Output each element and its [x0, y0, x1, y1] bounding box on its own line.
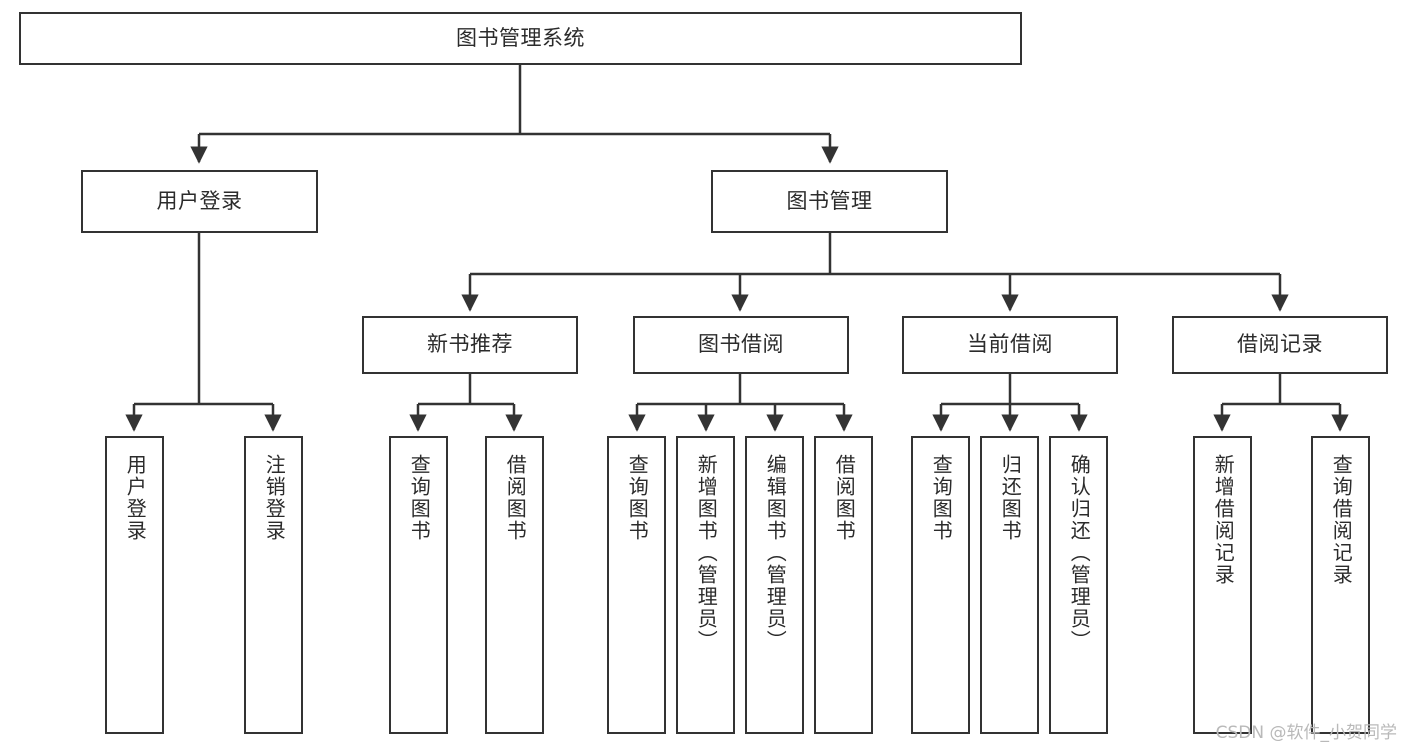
- node-leaf-user-login[interactable]: 用户登录: [105, 436, 164, 734]
- node-label: 新增图书（管理员）: [694, 454, 719, 652]
- node-label: 用户登录: [123, 454, 148, 542]
- node-label: 图书管理系统: [456, 25, 585, 50]
- node-label: 注销登录: [262, 454, 287, 542]
- node-leaf-borrow-book-recommend[interactable]: 借阅图书: [485, 436, 544, 734]
- node-book-management[interactable]: 图书管理: [711, 170, 948, 233]
- node-user-login[interactable]: 用户登录: [81, 170, 318, 233]
- node-leaf-confirm-return-admin[interactable]: 确认归还（管理员）: [1049, 436, 1108, 734]
- node-label: 归还图书: [998, 454, 1023, 542]
- node-leaf-add-book-admin[interactable]: 新增图书（管理员）: [676, 436, 735, 734]
- node-current-borrow[interactable]: 当前借阅: [902, 316, 1118, 374]
- node-leaf-borrow-book[interactable]: 借阅图书: [814, 436, 873, 734]
- node-leaf-return-book[interactable]: 归还图书: [980, 436, 1039, 734]
- node-leaf-edit-book-admin[interactable]: 编辑图书（管理员）: [745, 436, 804, 734]
- node-leaf-query-book-borrow[interactable]: 查询图书: [607, 436, 666, 734]
- node-label: 查询图书: [407, 454, 432, 542]
- node-new-book-recommend[interactable]: 新书推荐: [362, 316, 578, 374]
- node-label: 借阅图书: [832, 454, 857, 542]
- node-book-borrow[interactable]: 图书借阅: [633, 316, 849, 374]
- node-label: 查询图书: [929, 454, 954, 542]
- node-label: 当前借阅: [967, 332, 1053, 357]
- node-label: 借阅记录: [1237, 332, 1323, 357]
- node-label: 新增借阅记录: [1211, 454, 1236, 586]
- node-root-book-management-system[interactable]: 图书管理系统: [19, 12, 1022, 65]
- node-leaf-query-book-recommend[interactable]: 查询图书: [389, 436, 448, 734]
- node-label: 查询图书: [625, 454, 650, 542]
- node-label: 编辑图书（管理员）: [763, 454, 788, 652]
- node-label: 图书借阅: [698, 332, 784, 357]
- node-label: 查询借阅记录: [1329, 454, 1354, 586]
- watermark-text: CSDN @软件_小贺同学: [1215, 723, 1397, 743]
- node-leaf-query-borrow-record[interactable]: 查询借阅记录: [1311, 436, 1370, 734]
- node-label: 新书推荐: [427, 332, 513, 357]
- node-label: 图书管理: [786, 188, 873, 213]
- node-label: 借阅图书: [503, 454, 528, 542]
- node-borrow-records[interactable]: 借阅记录: [1172, 316, 1388, 374]
- node-leaf-add-borrow-record[interactable]: 新增借阅记录: [1193, 436, 1252, 734]
- node-leaf-logout[interactable]: 注销登录: [244, 436, 303, 734]
- node-leaf-query-book-current[interactable]: 查询图书: [911, 436, 970, 734]
- node-label: 用户登录: [156, 188, 243, 213]
- node-label: 确认归还（管理员）: [1067, 454, 1092, 652]
